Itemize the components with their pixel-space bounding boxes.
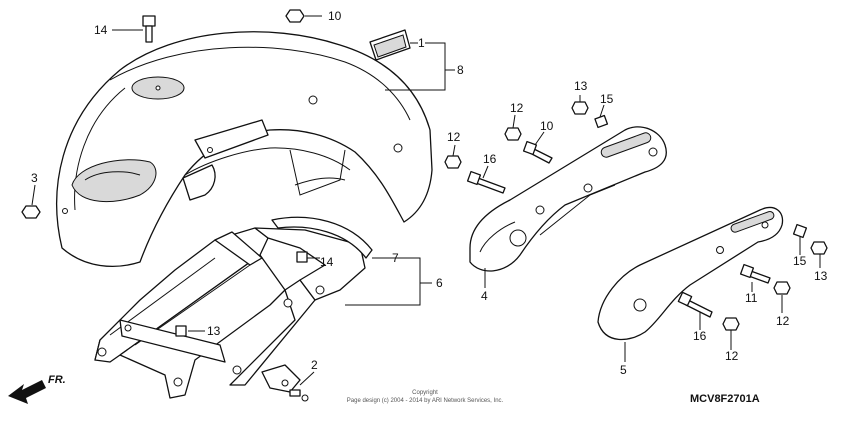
fender-frame[interactable]: [94, 227, 366, 399]
leader-lines: [31, 15, 821, 386]
callout-16-right: 16: [693, 329, 707, 343]
callout-labels: 14 10 1 8 3 13 15 12 10 12 16 14 7 6 4 1…: [31, 9, 828, 377]
grab-rail-right[interactable]: [597, 206, 784, 341]
callout-9: 10: [328, 9, 342, 23]
callout-15-top: 15: [600, 92, 614, 106]
copyright-line-1: Copyright: [412, 390, 438, 396]
callout-8: 8: [457, 63, 464, 77]
callout-16-top: 16: [483, 152, 497, 166]
callout-7: 7: [392, 251, 399, 265]
callout-15-right: 15: [793, 254, 807, 268]
bracket-2[interactable]: [261, 364, 309, 402]
callout-14-top: 14: [94, 23, 108, 37]
diagram-code: MCV8F2701A: [690, 393, 760, 405]
callout-12-top: 12: [510, 101, 524, 115]
callout-1: 1: [418, 36, 425, 50]
callout-3: 3: [31, 171, 38, 185]
callout-13-right: 13: [814, 269, 828, 283]
rear-fender[interactable]: [56, 31, 433, 267]
callout-5: 5: [620, 363, 627, 377]
grab-rail-left[interactable]: [469, 126, 667, 272]
callout-12-left: 12: [447, 130, 461, 144]
callout-2: 2: [311, 358, 318, 372]
copyright-line-2: Page design (c) 2004 - 2014 by ARI Netwo…: [347, 398, 504, 404]
callout-12-right: 12: [776, 314, 790, 328]
callout-6: 6: [436, 276, 443, 290]
callout-11: 13: [207, 324, 221, 338]
callout-12-bottom: 12: [725, 349, 739, 363]
fender-seal[interactable]: [271, 216, 373, 259]
callout-10-right: 11: [745, 291, 758, 305]
direction-label: FR.: [48, 374, 66, 386]
callout-4: 4: [481, 289, 488, 303]
callout-10-top: 10: [540, 119, 554, 133]
callout-14-mid: 14: [320, 255, 334, 269]
fasteners: [21, 9, 828, 337]
front-direction-arrow-icon: FR.: [8, 374, 66, 404]
reflector-plate[interactable]: [369, 29, 411, 61]
callout-13-top: 13: [574, 79, 588, 93]
